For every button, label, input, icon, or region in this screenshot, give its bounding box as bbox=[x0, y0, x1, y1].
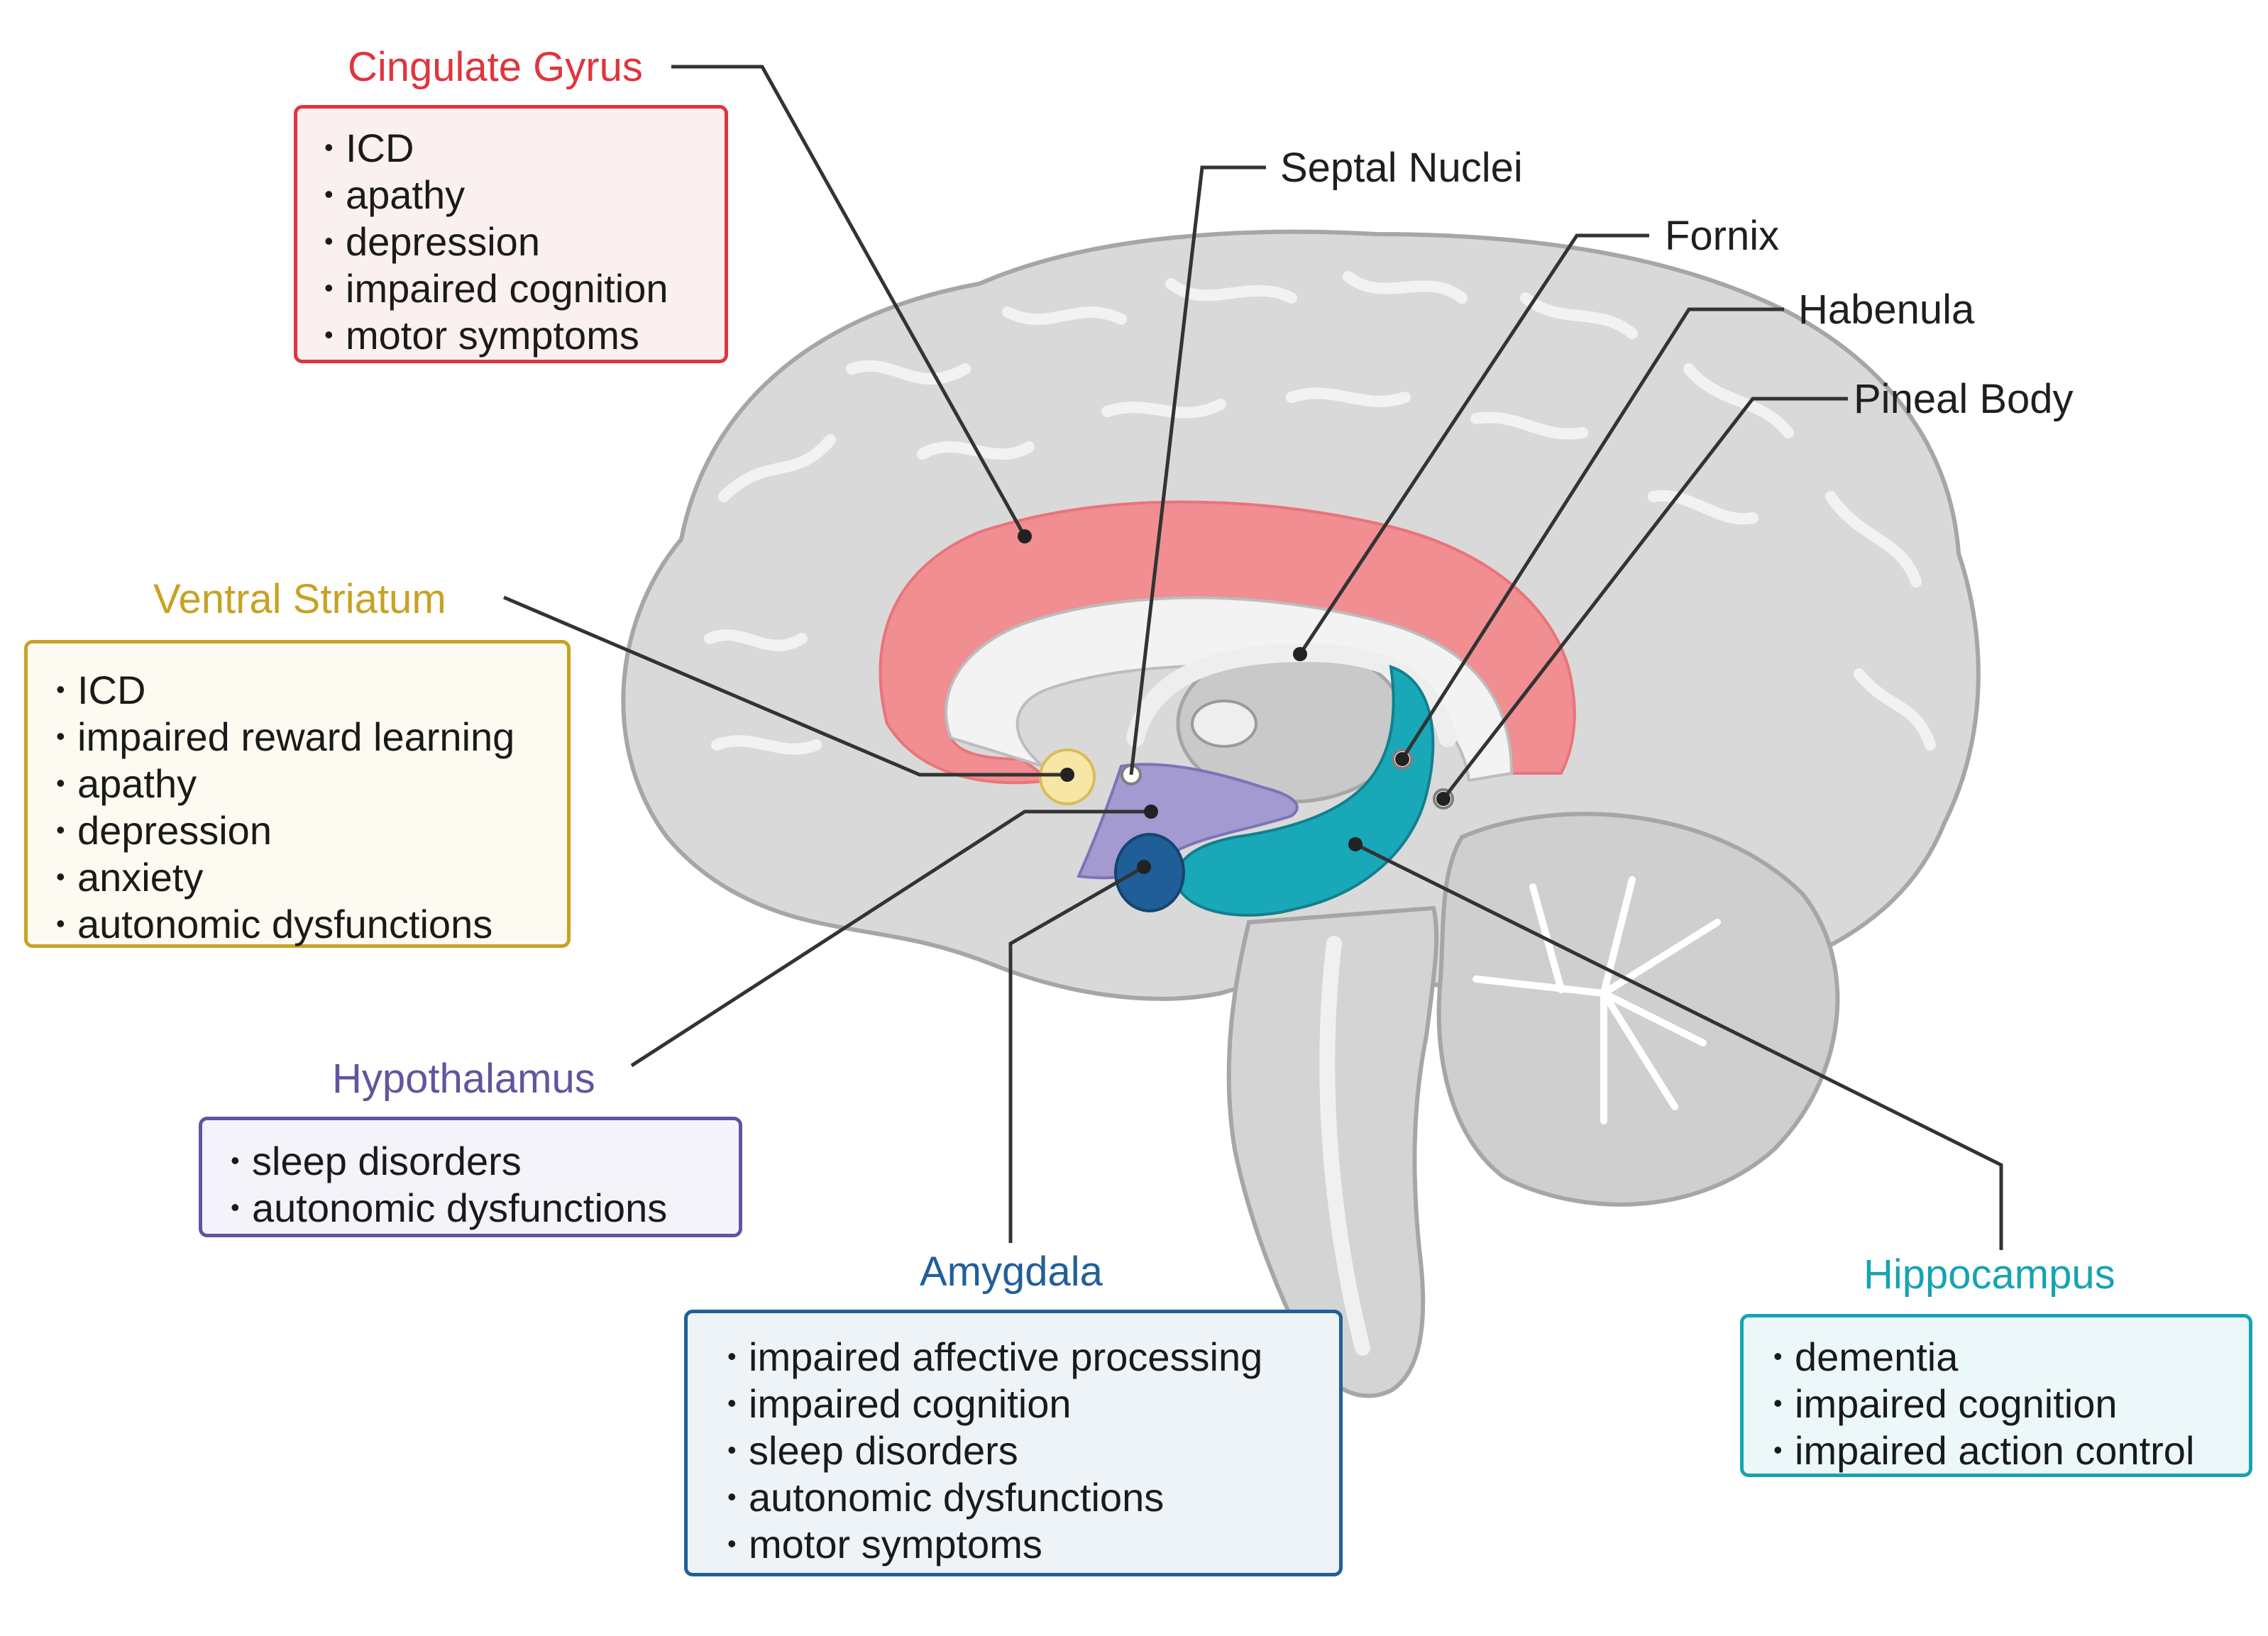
hippocampus-shape bbox=[1175, 665, 1435, 917]
list-item: motor symptoms bbox=[324, 311, 725, 358]
hippocampus-list: dementia impaired cognition impaired act… bbox=[1773, 1333, 2249, 1474]
list-item: apathy bbox=[324, 171, 725, 218]
leader-hippocampus bbox=[1354, 842, 2003, 1250]
gyri bbox=[704, 271, 1936, 755]
hippocampus-box: dementia impaired cognition impaired act… bbox=[1740, 1314, 2252, 1477]
list-item: sleep disorders bbox=[727, 1427, 1339, 1474]
amygdala-list: impaired affective processing impaired c… bbox=[727, 1333, 1339, 1567]
leader-cingulate bbox=[671, 65, 1027, 538]
list-item: dementia bbox=[1773, 1333, 2249, 1380]
arbor-vitae bbox=[1472, 876, 1721, 1124]
amygdala-box: impaired affective processing impaired c… bbox=[684, 1310, 1343, 1576]
corpus-callosum bbox=[945, 596, 1514, 783]
leader-dots bbox=[1018, 529, 1450, 874]
interthalamic-adhesion bbox=[1191, 700, 1257, 748]
hypothalamus-list: sleep disorders autonomic dysfunctions bbox=[231, 1137, 739, 1231]
list-item: impaired action control bbox=[1773, 1427, 2249, 1474]
leader-fornix bbox=[1298, 233, 1649, 656]
septal-nuclei-label: Septal Nuclei bbox=[1280, 145, 1523, 191]
hippocampus-title: Hippocampus bbox=[1864, 1251, 2115, 1298]
hypothalamus-box: sleep disorders autonomic dysfunctions bbox=[199, 1117, 742, 1237]
leader-hypothalamus bbox=[630, 809, 1151, 1068]
hypothalamus-title: Hypothalamus bbox=[332, 1056, 595, 1102]
list-item: depression bbox=[324, 218, 725, 265]
ventral-striatum-list: ICD impaired reward learning apathy depr… bbox=[56, 666, 567, 947]
habenula-label: Habenula bbox=[1798, 287, 1975, 333]
brainstem-highlight bbox=[1319, 936, 1370, 1356]
leader-amygdala bbox=[1008, 865, 1145, 1243]
list-item: autonomic dysfunctions bbox=[56, 900, 567, 947]
leader-lines bbox=[503, 65, 2003, 1250]
list-item: autonomic dysfunctions bbox=[727, 1474, 1339, 1520]
ventral-striatum-box: ICD impaired reward learning apathy depr… bbox=[24, 640, 571, 948]
list-item: motor symptoms bbox=[727, 1520, 1339, 1567]
leader-striatum bbox=[503, 595, 1067, 777]
leader-habenula bbox=[1400, 307, 1784, 761]
list-item: sleep disorders bbox=[231, 1137, 739, 1184]
list-item: impaired affective processing bbox=[727, 1333, 1339, 1380]
list-item: impaired reward learning bbox=[56, 713, 567, 760]
list-item: impaired cognition bbox=[1773, 1380, 2249, 1427]
list-item: ICD bbox=[324, 124, 725, 171]
list-item: impaired cognition bbox=[324, 265, 725, 311]
leader-pineal bbox=[1442, 397, 1848, 800]
amygdala-title: Amygdala bbox=[920, 1249, 1103, 1295]
list-item: ICD bbox=[56, 666, 567, 713]
list-item: autonomic dysfunctions bbox=[231, 1184, 739, 1231]
cingulate-gyrus-title: Cingulate Gyrus bbox=[348, 44, 643, 90]
amygdala-shape bbox=[1114, 833, 1185, 912]
leader-septal bbox=[1129, 165, 1266, 775]
list-item: impaired cognition bbox=[727, 1380, 1339, 1427]
ventral-striatum-title: Ventral Striatum bbox=[153, 576, 446, 622]
pineal-body-label: Pineal Body bbox=[1854, 376, 2074, 422]
list-item: apathy bbox=[56, 760, 567, 807]
cingulate-gyrus-box: ICD apathy depression impaired cognition… bbox=[294, 105, 728, 363]
list-item: depression bbox=[56, 807, 567, 853]
list-item: anxiety bbox=[56, 853, 567, 900]
fornix-label: Fornix bbox=[1665, 213, 1780, 259]
cingulate-gyrus-list: ICD apathy depression impaired cognition… bbox=[324, 124, 725, 358]
